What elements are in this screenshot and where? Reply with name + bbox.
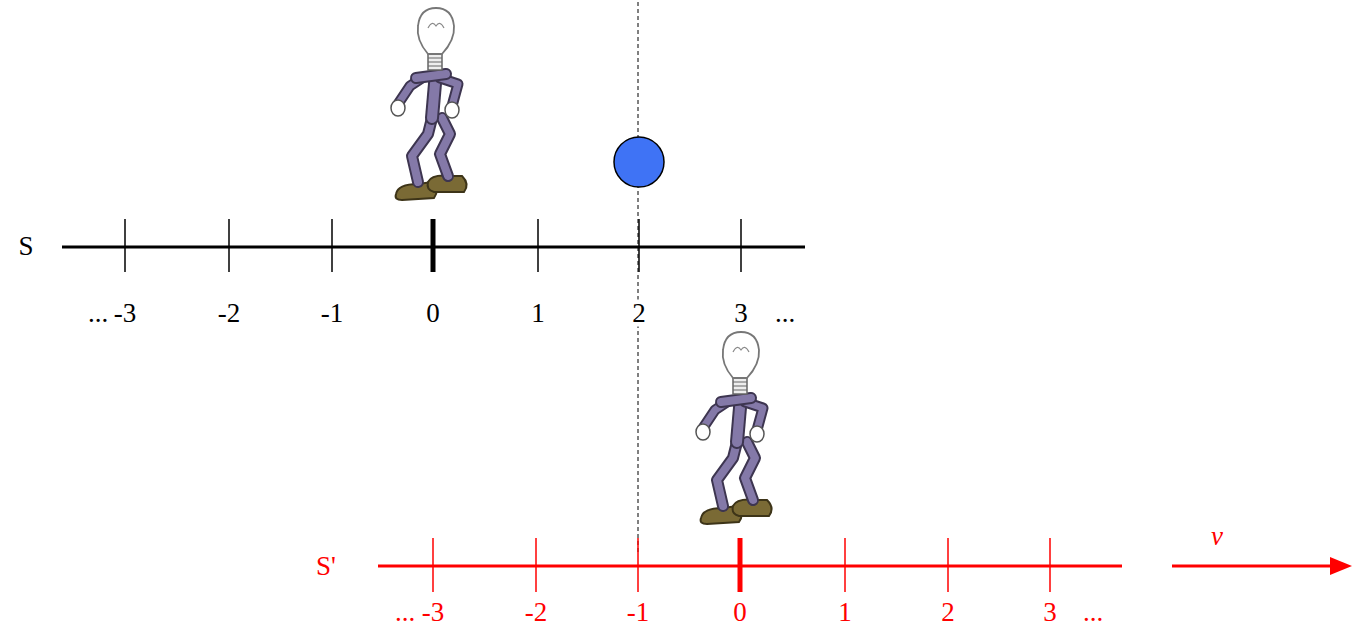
tick-label: -3 (113, 300, 138, 327)
tick-label: ... (774, 300, 796, 327)
tick-label: 3 (1042, 599, 1058, 626)
tick-label: -1 (626, 599, 651, 626)
velocity-label: v (1210, 523, 1224, 550)
tick-label: 1 (837, 599, 853, 626)
tick-label: 2 (631, 300, 647, 327)
tick-label: -2 (524, 599, 549, 626)
tick-label: -3 (421, 599, 446, 626)
tick-label: ... (87, 300, 109, 327)
tick-label: -1 (320, 300, 345, 327)
tick-label: -2 (217, 300, 242, 327)
tick-label: ... (394, 599, 416, 626)
frame-name: S (17, 233, 34, 260)
tick-label: ... (1082, 599, 1104, 626)
tick-label: 1 (530, 300, 546, 327)
tick-label: 0 (425, 300, 441, 327)
tick-label: 2 (940, 599, 956, 626)
frame-name: S' (315, 553, 337, 580)
tick-label: 0 (732, 599, 748, 626)
tick-label: 3 (733, 300, 749, 327)
